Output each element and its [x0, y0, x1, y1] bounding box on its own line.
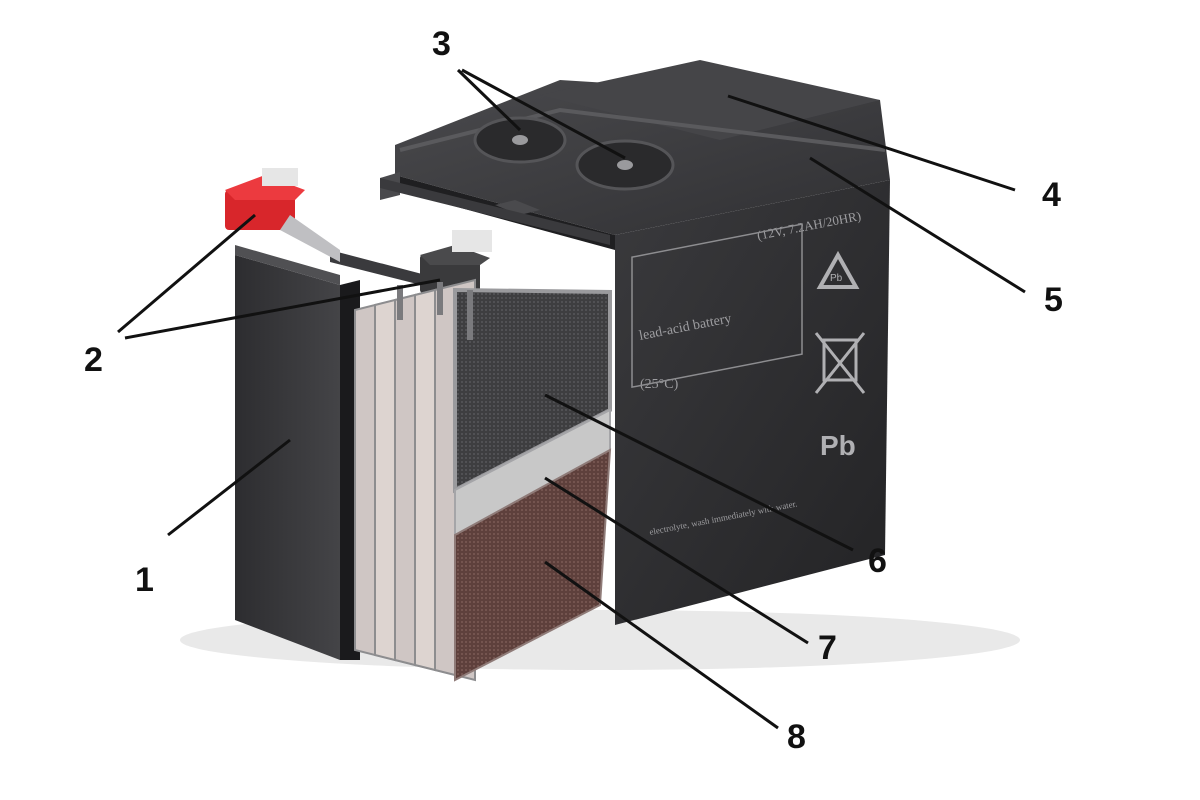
label-box [631, 223, 803, 389]
svg-text:Pb: Pb [830, 273, 843, 284]
pb-mark: Pb [820, 430, 856, 461]
callout-8: 8 [787, 718, 806, 756]
leader-3b [461, 68, 626, 160]
callout-4: 4 [1042, 176, 1061, 214]
leader-lines [117, 68, 1026, 730]
leader-2b [124, 278, 441, 340]
leader-8 [544, 560, 779, 730]
plate-stack [354, 278, 612, 682]
vent-caps [473, 116, 675, 191]
crossed-bin-icon [814, 332, 866, 394]
positive-plate [454, 448, 612, 682]
leader-7 [544, 476, 809, 645]
leader-1 [167, 438, 291, 537]
callout-2: 2 [84, 341, 103, 379]
recycle-icon: Pb [816, 250, 860, 289]
leader-5 [809, 156, 1026, 294]
callout-3: 3 [432, 25, 451, 63]
leader-2a [117, 213, 256, 334]
leader-4 [727, 94, 1016, 192]
callout-6: 6 [868, 542, 887, 580]
label-temp: (25°C) [640, 377, 679, 392]
callout-5: 5 [1044, 281, 1063, 319]
callout-7: 7 [818, 629, 837, 667]
leader-3a [456, 68, 522, 132]
leader-6 [544, 393, 854, 552]
callout-1: 1 [135, 561, 154, 599]
